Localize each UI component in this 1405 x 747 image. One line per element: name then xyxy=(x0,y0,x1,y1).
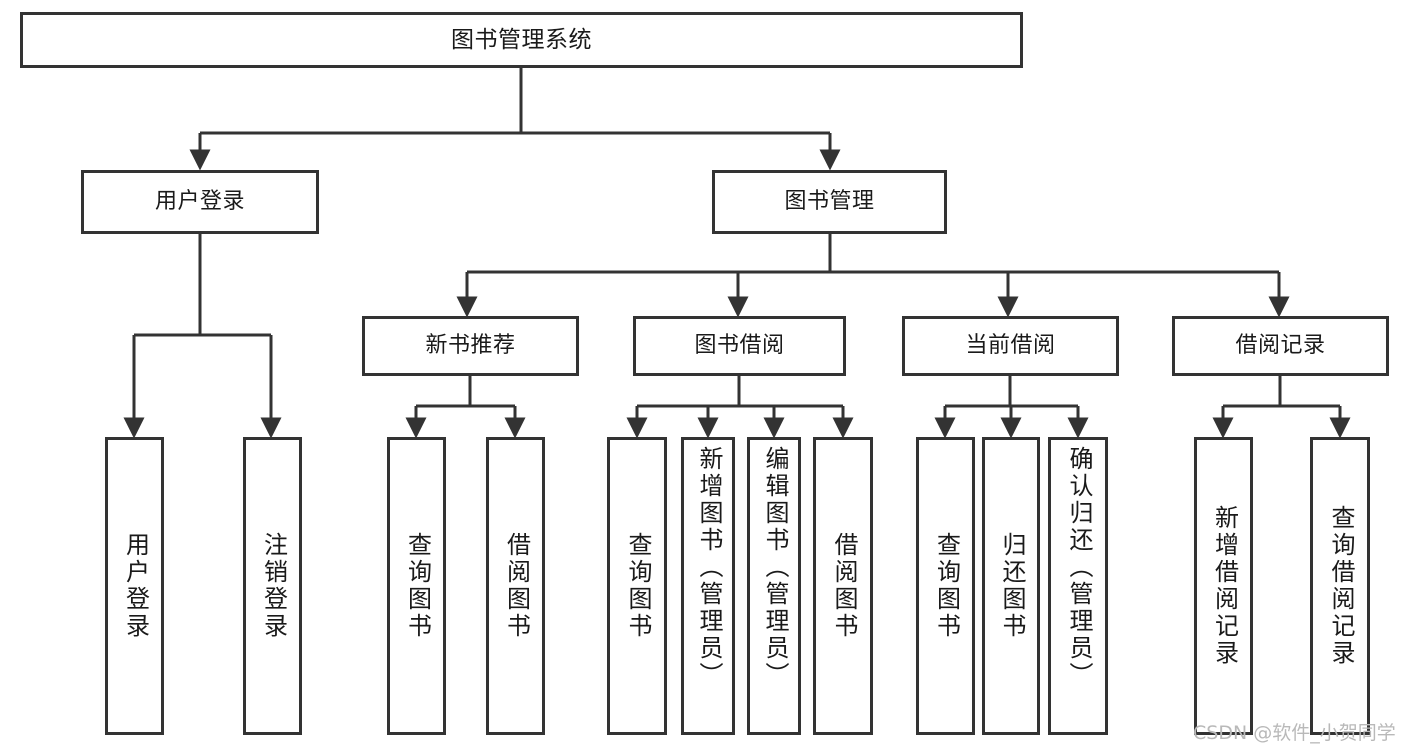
leaf-logout[interactable]: 注销登录 xyxy=(243,437,302,735)
leaf-query-book-nb-label: 查询图书 xyxy=(403,532,432,640)
leaf-query-borrow-record-label: 查询借阅记录 xyxy=(1326,505,1355,667)
leaf-return-book-label: 归还图书 xyxy=(997,532,1026,640)
leaf-borrow-book-nb-label: 借阅图书 xyxy=(502,532,531,640)
node-borrow-record[interactable]: 借阅记录 xyxy=(1172,316,1389,376)
node-book-management[interactable]: 图书管理 xyxy=(712,170,947,234)
leaf-query-borrow-record[interactable]: 查询借阅记录 xyxy=(1310,437,1370,735)
leaf-borrow-book-bw-label: 借阅图书 xyxy=(829,532,858,640)
leaf-add-book-admin-label: 新增图书（管理员） xyxy=(694,446,723,689)
leaf-query-book-nb[interactable]: 查询图书 xyxy=(387,437,446,735)
node-borrow-record-label: 借阅记录 xyxy=(1235,332,1326,358)
leaf-confirm-return-admin-label: 确认归还（管理员） xyxy=(1064,446,1093,689)
node-user-login-label: 用户登录 xyxy=(154,188,245,214)
leaf-confirm-return-admin[interactable]: 确认归还（管理员） xyxy=(1048,437,1108,735)
leaf-borrow-book-nb[interactable]: 借阅图书 xyxy=(486,437,545,735)
csdn-watermark: CSDN @软件_小贺同学 xyxy=(1193,722,1396,744)
node-book-borrow[interactable]: 图书借阅 xyxy=(633,316,846,376)
node-current-borrow[interactable]: 当前借阅 xyxy=(902,316,1119,376)
node-user-login[interactable]: 用户登录 xyxy=(81,170,319,234)
node-book-borrow-label: 图书借阅 xyxy=(694,332,785,358)
leaf-add-book-admin[interactable]: 新增图书（管理员） xyxy=(681,437,735,735)
node-new-book-recommend[interactable]: 新书推荐 xyxy=(362,316,579,376)
leaf-user-login[interactable]: 用户登录 xyxy=(105,437,164,735)
leaf-edit-book-admin-label: 编辑图书（管理员） xyxy=(760,446,789,689)
leaf-logout-label: 注销登录 xyxy=(259,532,288,640)
leaf-query-book-bw[interactable]: 查询图书 xyxy=(607,437,667,735)
leaf-add-borrow-record-label: 新增借阅记录 xyxy=(1210,505,1239,667)
leaf-borrow-book-bw[interactable]: 借阅图书 xyxy=(813,437,873,735)
node-book-management-label: 图书管理 xyxy=(784,188,875,214)
leaf-edit-book-admin[interactable]: 编辑图书（管理员） xyxy=(747,437,801,735)
leaf-return-book[interactable]: 归还图书 xyxy=(982,437,1040,735)
node-root-label: 图书管理系统 xyxy=(451,26,592,53)
leaf-add-borrow-record[interactable]: 新增借阅记录 xyxy=(1194,437,1253,735)
leaf-user-login-label: 用户登录 xyxy=(121,532,150,640)
leaf-query-book-cb-label: 查询图书 xyxy=(932,532,961,640)
node-current-borrow-label: 当前借阅 xyxy=(965,332,1056,358)
node-new-book-recommend-label: 新书推荐 xyxy=(425,332,516,358)
leaf-query-book-cb[interactable]: 查询图书 xyxy=(916,437,975,735)
leaf-query-book-bw-label: 查询图书 xyxy=(623,532,652,640)
node-root[interactable]: 图书管理系统 xyxy=(20,12,1023,68)
